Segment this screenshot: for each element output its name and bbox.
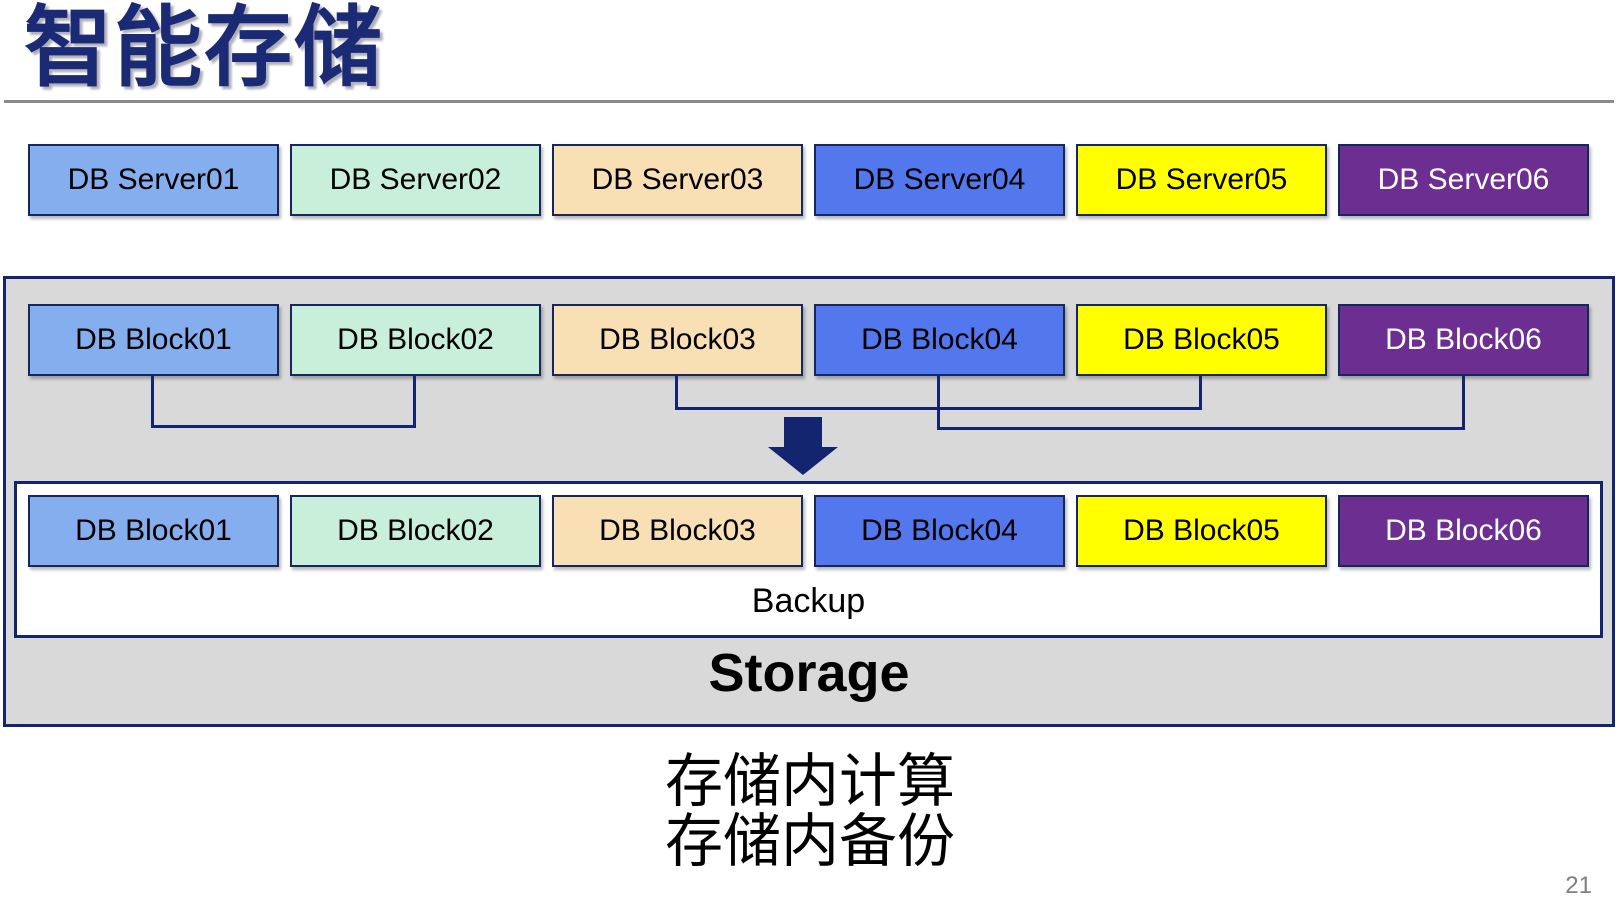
connector-block01-vertical (151, 376, 154, 428)
db-block-box: DB Block02 (290, 304, 541, 376)
db-block-box: DB Block06 (1338, 304, 1589, 376)
page-number: 21 (1565, 872, 1592, 899)
connector-block04-block06-horizontal (937, 427, 1465, 430)
db-block-box: DB Block05 (1076, 304, 1327, 376)
page-title: 智能存储 (24, 0, 385, 97)
backup-label: Backup (751, 582, 866, 620)
db-block-box: DB Block05 (1076, 495, 1327, 567)
db-block-box: DB Block02 (290, 495, 541, 567)
connector-block02-vertical (413, 376, 416, 428)
db-block-box: DB Block03 (552, 304, 803, 376)
db-server-box: DB Server04 (814, 144, 1065, 216)
connector-block05-vertical (1199, 376, 1202, 410)
db-server-box: DB Server01 (28, 144, 279, 216)
caption-in-storage-compute: 存储内计算 (664, 749, 955, 814)
caption-in-storage-backup: 存储内备份 (664, 809, 955, 874)
caption-block: 存储内计算 存储内备份 (0, 752, 1620, 872)
connector-block01-block02-horizontal (151, 425, 416, 428)
db-block-box: DB Block01 (28, 495, 279, 567)
db-server-box: DB Server02 (290, 144, 541, 216)
db-block-box: DB Block03 (552, 495, 803, 567)
db-block-box: DB Block04 (814, 495, 1065, 567)
storage-label: Storage (708, 643, 910, 703)
connector-block03-vertical (675, 376, 678, 410)
db-block-box: DB Block06 (1338, 495, 1589, 567)
db-block-box: DB Block04 (814, 304, 1065, 376)
db-server-box: DB Server03 (552, 144, 803, 216)
db-server-box: DB Server06 (1338, 144, 1589, 216)
connector-block06-vertical (1462, 376, 1465, 430)
connector-block04-vertical (937, 376, 940, 430)
down-arrow-icon (768, 447, 838, 475)
db-block-box: DB Block01 (28, 304, 279, 376)
title-rule (4, 100, 1614, 103)
down-arrow-stem (784, 417, 822, 448)
db-server-box: DB Server05 (1076, 144, 1327, 216)
